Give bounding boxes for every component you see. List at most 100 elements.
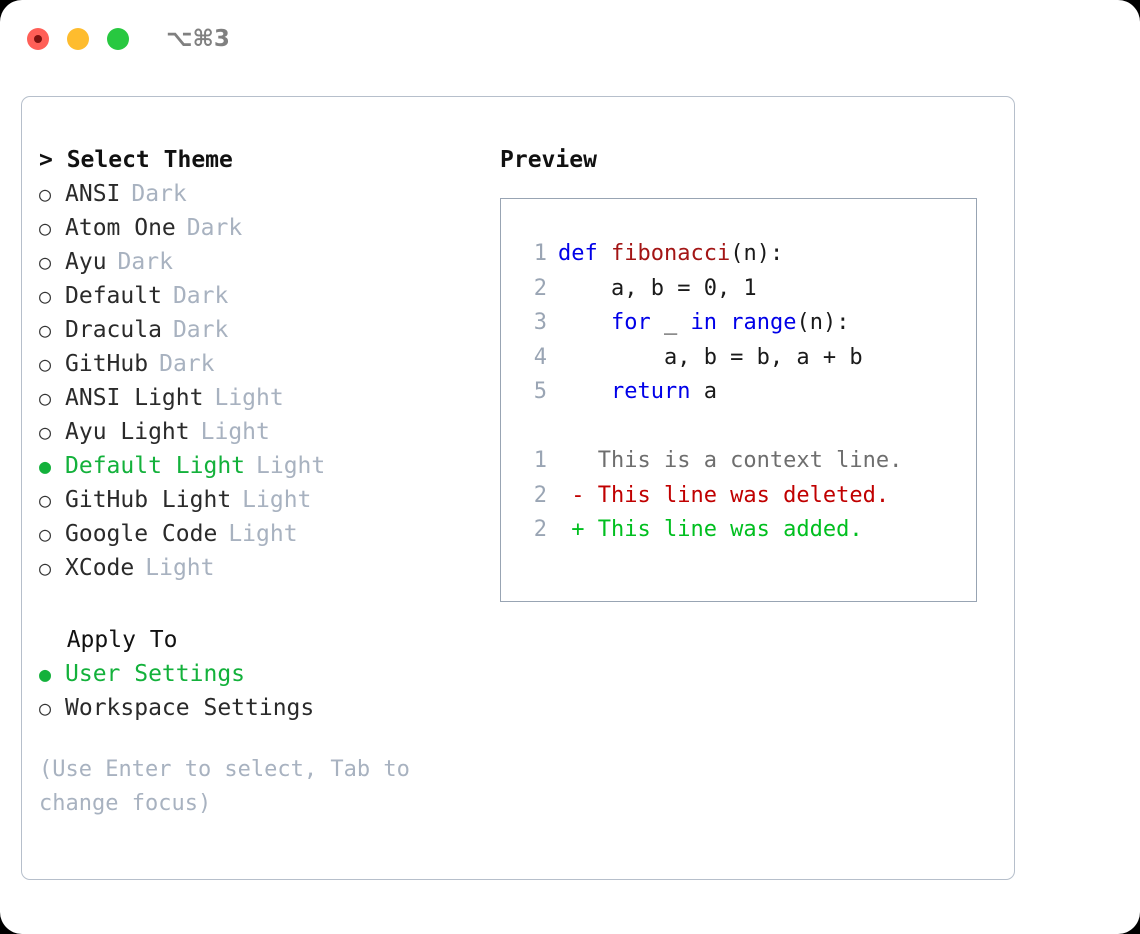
token-kw: for xyxy=(610,310,651,335)
code-line-2: 3 for _ in range(n): xyxy=(515,306,976,341)
theme-option-3[interactable]: ○ Default Dark xyxy=(39,279,487,313)
token-plain: a, b = b, a + b xyxy=(558,344,863,370)
option-category-label: Light xyxy=(228,521,298,547)
radio-unselected-icon: ○ xyxy=(39,522,52,546)
option-label: Ayu xyxy=(65,249,107,275)
option-category-label: Light xyxy=(242,487,312,513)
theme-option-7[interactable]: ○ Ayu Light Light xyxy=(39,415,487,449)
option-category-label: Dark xyxy=(159,351,215,377)
option-category-label: Dark xyxy=(172,283,229,309)
radio-unselected-icon: ○ xyxy=(39,352,52,376)
option-label: ANSI Light xyxy=(65,385,204,411)
token-kw: return xyxy=(610,379,691,404)
token-ctx: This is a context line. xyxy=(558,448,903,473)
theme-option-1[interactable]: ○ Atom One Dark xyxy=(39,211,487,245)
token-fn: fibonacci xyxy=(610,241,731,266)
option-category-label: Light xyxy=(256,453,326,479)
option-category-label: Light xyxy=(214,385,284,411)
token-plain: a xyxy=(690,379,717,404)
spacer xyxy=(39,725,487,753)
traffic-lights xyxy=(27,28,129,50)
radio-unselected-icon: ○ xyxy=(39,386,52,410)
preview-header: Preview xyxy=(500,147,597,173)
radio-unselected-icon: ○ xyxy=(39,696,52,720)
line-number: 1 xyxy=(533,448,547,473)
theme-option-10[interactable]: ○ Google Code Light xyxy=(39,517,487,551)
option-category-label: Dark xyxy=(117,249,173,275)
option-category-label: Light xyxy=(145,555,215,581)
keyboard-hint-text: (Use Enter to select, Tab to change focu… xyxy=(39,757,410,816)
close-button[interactable] xyxy=(27,28,49,50)
diff-sample: 1 This is a context line. 2 - This line w… xyxy=(515,444,976,548)
option-label: Dracula xyxy=(65,317,162,343)
line-content: a, b = 0, 1 xyxy=(558,272,757,307)
maximize-button[interactable] xyxy=(107,28,129,50)
line-number: 3 xyxy=(533,310,547,335)
option-label: Google Code xyxy=(65,521,218,547)
theme-option-6[interactable]: ○ ANSI Light Light xyxy=(39,381,487,415)
option-label: Default xyxy=(65,283,162,309)
line-content: for _ in range(n): xyxy=(558,306,849,341)
diff-line-2: 2 + This line was added. xyxy=(515,513,976,548)
titlebar: ⌥⌘3 xyxy=(0,0,1140,78)
spacer xyxy=(39,585,487,623)
code-line-4: 5 return a xyxy=(515,375,976,410)
code-line-3: 4 a, b = b, a + b xyxy=(515,341,976,376)
diff-line-1: 2 - This line was deleted. xyxy=(515,479,976,514)
radio-unselected-icon: ○ xyxy=(39,250,52,274)
radio-unselected-icon: ○ xyxy=(39,318,52,342)
token-plain xyxy=(717,310,730,335)
radio-unselected-icon: ○ xyxy=(39,420,52,444)
line-content: This is a context line. xyxy=(558,444,903,479)
apply-option-1[interactable]: ○ Workspace Settings xyxy=(39,691,487,725)
option-category-label: Light xyxy=(200,419,270,445)
apply-option-0[interactable]: ●User Settings xyxy=(39,657,487,691)
option-category-label: Dark xyxy=(186,215,243,241)
radio-selected-icon: ● xyxy=(39,662,52,686)
option-category-label: Dark xyxy=(131,181,187,207)
option-label: Workspace Settings xyxy=(65,695,315,721)
minimize-button[interactable] xyxy=(67,28,89,50)
token-del: - This line was deleted. xyxy=(558,482,890,508)
theme-option-0[interactable]: ○ ANSI Dark xyxy=(39,177,487,211)
token-kw: range xyxy=(730,310,797,335)
token-plain: (n): xyxy=(796,310,850,335)
line-content: return a xyxy=(558,375,717,410)
spacer xyxy=(515,410,976,445)
option-label: XCode xyxy=(65,555,135,581)
line-number: 1 xyxy=(533,241,547,266)
token-plain: _ xyxy=(650,310,691,335)
radio-unselected-icon: ○ xyxy=(39,216,52,240)
token-kw: in xyxy=(690,310,717,335)
theme-option-2[interactable]: ○ Ayu Dark xyxy=(39,245,487,279)
line-number: 2 xyxy=(533,517,547,542)
option-label: ANSI xyxy=(65,181,121,207)
line-number: 4 xyxy=(533,344,547,370)
apply-to-header: Apply To xyxy=(39,627,178,653)
radio-selected-icon: ● xyxy=(39,454,52,478)
token-kw: def xyxy=(558,241,611,266)
radio-unselected-icon: ○ xyxy=(39,284,52,308)
option-label: Atom One xyxy=(65,215,176,241)
radio-unselected-icon: ○ xyxy=(39,182,52,206)
token-plain xyxy=(558,310,611,335)
option-label: Ayu Light xyxy=(65,419,190,445)
token-plain: (n): xyxy=(730,241,784,266)
token-plain: a, b = 0, 1 xyxy=(558,275,757,301)
line-number: 5 xyxy=(533,379,547,404)
token-add: + This line was added. xyxy=(558,517,863,542)
line-number: 2 xyxy=(533,275,547,301)
line-content: - This line was deleted. xyxy=(558,479,889,514)
